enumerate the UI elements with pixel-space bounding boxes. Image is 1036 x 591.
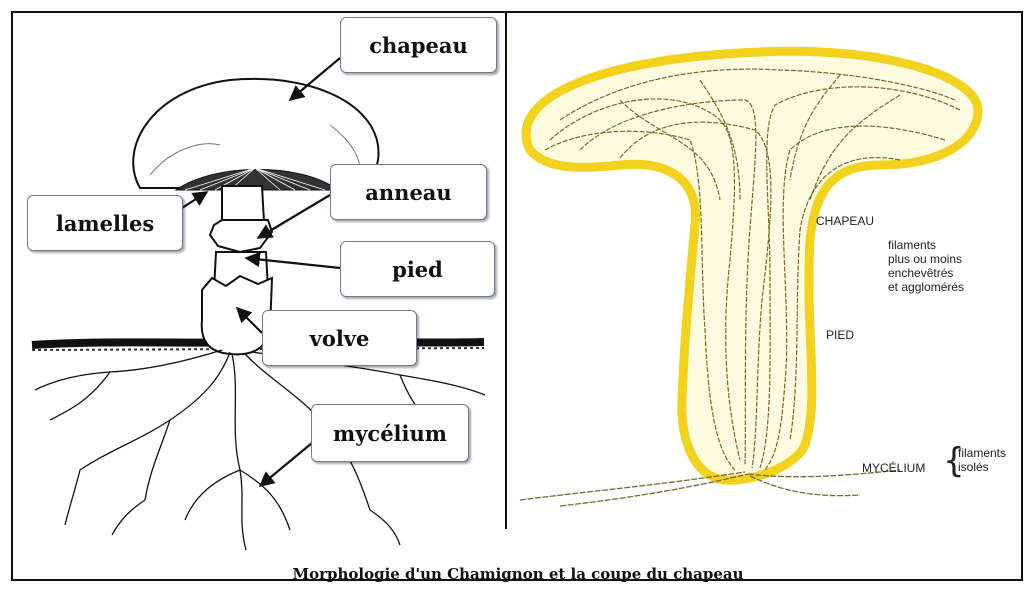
center-divider — [505, 11, 507, 529]
isoles-annotation: filaments isolés — [958, 446, 1006, 474]
isoles-annotation-line2: isolés — [958, 460, 1006, 474]
isoles-annotation-line1: filaments — [958, 446, 1006, 460]
filaments-annotation-line2: plus ou moins — [888, 252, 964, 266]
filaments-annotation-line1: filaments — [888, 238, 964, 252]
filaments-annotation-line3: enchevêtrés — [888, 266, 964, 280]
label-pied: pied — [340, 241, 495, 297]
label-mycelium: mycélium — [311, 404, 469, 462]
label-volve: volve — [262, 310, 417, 366]
section-label-pied: PIED — [826, 328, 854, 342]
label-anneau: anneau — [330, 164, 487, 220]
figure-caption: Morphologie d'un Chamignon et la coupe d… — [0, 565, 1036, 583]
label-chapeau: chapeau — [340, 17, 497, 73]
section-label-chapeau: CHAPEAU — [816, 214, 874, 228]
label-lamelles: lamelles — [27, 195, 183, 251]
filaments-annotation-line4: et agglomérés — [888, 280, 964, 294]
section-label-mycelium: MYCÉLIUM — [862, 461, 925, 475]
filaments-annotation: filaments plus ou moins enchevêtrés et a… — [888, 238, 964, 294]
